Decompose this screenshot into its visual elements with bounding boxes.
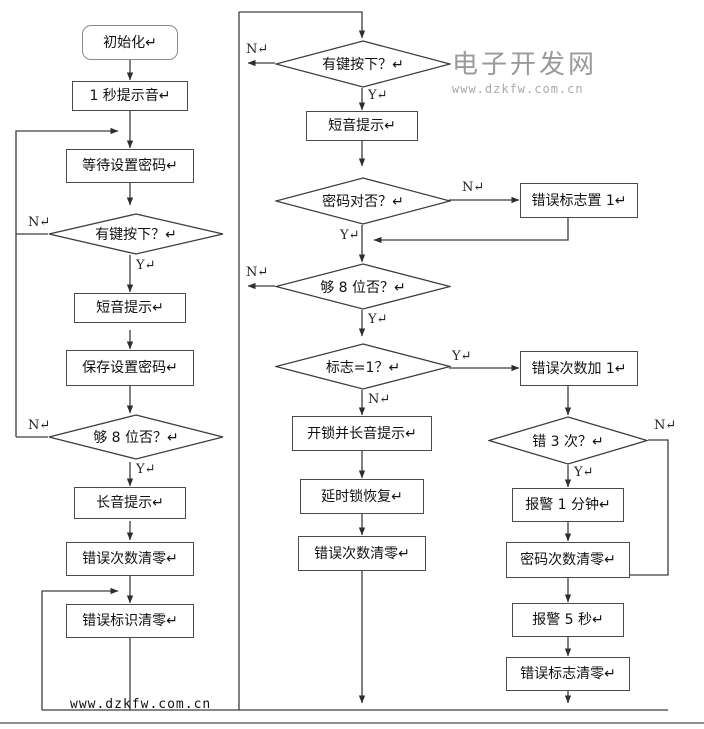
node-error-count-add-1[interactable]: 错误次数加 1↵: [520, 351, 638, 386]
node-wrong-three-times[interactable]: 错 3 次？↵: [486, 416, 650, 465]
node-error-flag-clear-right[interactable]: 错误标志清零↵: [506, 657, 630, 691]
node-error-count-clear-middle[interactable]: 错误次数清零↵: [298, 536, 426, 571]
node-eight-digits-left[interactable]: 够 8 位否？↵: [48, 414, 224, 460]
node-password-count-clear[interactable]: 密码次数清零↵: [506, 542, 630, 578]
edge-label-n-eight-digits-left: N↵: [28, 418, 51, 433]
diamond-shape: [486, 416, 650, 465]
diamond-shape: [273, 263, 453, 310]
edge-label-y-wrong-three-times: Y↵: [574, 465, 594, 480]
node-alarm-5-seconds-label: 报警 5 秒↵: [532, 612, 604, 628]
node-flag-equals-one[interactable]: 标志=1？↵: [273, 343, 453, 390]
node-password-correct-label: 密码对否？↵: [322, 194, 404, 210]
edge-label-y-password-correct: Y↵: [340, 228, 360, 243]
node-error-count-clear-left-label: 错误次数清零↵: [82, 551, 178, 567]
node-beep-1s[interactable]: 1 秒提示音↵: [72, 81, 188, 111]
node-alarm-1-minute[interactable]: 报警 1 分钟↵: [512, 488, 624, 522]
node-wait-set-password[interactable]: 等待设置密码↵: [66, 149, 194, 183]
edge-label-n-eight-digits-middle: N↵: [246, 265, 269, 280]
diamond-shape: [273, 343, 453, 390]
node-wrong-three-times-label: 错 3 次？↵: [532, 433, 604, 450]
node-delay-lock-restore-label: 延时锁恢复↵: [321, 488, 403, 505]
node-beep-1s-label: 1 秒提示音↵: [89, 88, 171, 104]
edge-label-n-wrong-three-times: N↵: [654, 418, 677, 433]
node-init[interactable]: 初始化↵: [82, 25, 178, 60]
node-alarm-1-minute-label: 报警 1 分钟↵: [525, 497, 611, 513]
node-error-flag-set-1[interactable]: 错误标志置 1↵: [520, 183, 638, 218]
edge-label-n-password-correct: N↵: [462, 180, 485, 195]
node-error-count-add-1-label: 错误次数加 1↵: [531, 360, 627, 377]
edge-label-n-key-pressed-left: N↵: [28, 215, 51, 230]
node-eight-digits-middle-label: 够 8 位否？↵: [320, 279, 406, 296]
node-error-count-clear-middle-label: 错误次数清零↵: [314, 545, 410, 562]
node-key-pressed-left[interactable]: 有键按下？↵: [48, 213, 224, 255]
diamond-shape: [273, 40, 453, 88]
node-password-count-clear-label: 密码次数清零↵: [520, 552, 616, 568]
node-unlock-long-beep[interactable]: 开锁并长音提示↵: [292, 416, 432, 451]
diamond-shape: [48, 213, 224, 255]
edge-label-n-flag-equals-one: N↵: [368, 392, 391, 407]
watermark-title: 电子开发网: [452, 50, 598, 80]
node-error-flag-set-1-label: 错误标志置 1↵: [531, 192, 627, 209]
edge-label-n-key-pressed-middle: N↵: [246, 42, 269, 57]
node-eight-digits-left-label: 够 8 位否？↵: [93, 430, 179, 446]
node-error-flag-clear-right-label: 错误标志清零↵: [520, 666, 616, 682]
node-long-beep[interactable]: 长音提示↵: [74, 487, 186, 519]
node-short-beep-left-label: 短音提示↵: [96, 300, 164, 316]
node-short-beep-left[interactable]: 短音提示↵: [74, 293, 186, 323]
node-error-flag-clear-left[interactable]: 错误标识清零↵: [66, 604, 194, 638]
node-flag-equals-one-label: 标志=1？↵: [325, 359, 401, 376]
node-key-pressed-middle[interactable]: 有键按下？↵: [273, 40, 453, 88]
node-unlock-long-beep-label: 开锁并长音提示↵: [307, 425, 417, 442]
edge-label-y-key-pressed-left: Y↵: [136, 258, 156, 273]
node-key-pressed-left-label: 有键按下？↵: [95, 227, 177, 243]
node-init-label: 初始化↵: [103, 34, 157, 51]
node-key-pressed-middle-label: 有键按下？↵: [322, 57, 404, 73]
node-delay-lock-restore[interactable]: 延时锁恢复↵: [300, 479, 424, 514]
node-save-password-label: 保存设置密码↵: [82, 360, 178, 376]
node-save-password[interactable]: 保存设置密码↵: [66, 350, 194, 386]
node-short-beep-middle[interactable]: 短音提示↵: [306, 111, 418, 141]
edge-label-y-eight-digits-middle: Y↵: [368, 312, 388, 327]
node-short-beep-middle-label: 短音提示↵: [328, 118, 396, 134]
node-password-correct[interactable]: 密码对否？↵: [273, 177, 453, 225]
node-eight-digits-middle[interactable]: 够 8 位否？↵: [273, 263, 453, 310]
diamond-shape: [273, 177, 453, 225]
edge-label-y-key-pressed-middle: Y↵: [368, 88, 388, 103]
node-long-beep-label: 长音提示↵: [96, 495, 164, 511]
edge-label-y-flag-equals-one: Y↵: [452, 349, 472, 364]
node-error-flag-clear-left-label: 错误标识清零↵: [82, 613, 178, 629]
node-alarm-5-seconds[interactable]: 报警 5 秒↵: [512, 603, 624, 637]
diamond-shape: [48, 414, 224, 460]
node-error-count-clear-left[interactable]: 错误次数清零↵: [66, 542, 194, 576]
footer-url: www.dzkfw.com.cn: [70, 697, 212, 712]
footer-divider: [0, 722, 704, 724]
node-wait-set-password-label: 等待设置密码↵: [82, 158, 178, 174]
edge-label-y-eight-digits-left: Y↵: [136, 462, 156, 477]
watermark-url: www.dzkfw.com.cn: [452, 82, 584, 96]
